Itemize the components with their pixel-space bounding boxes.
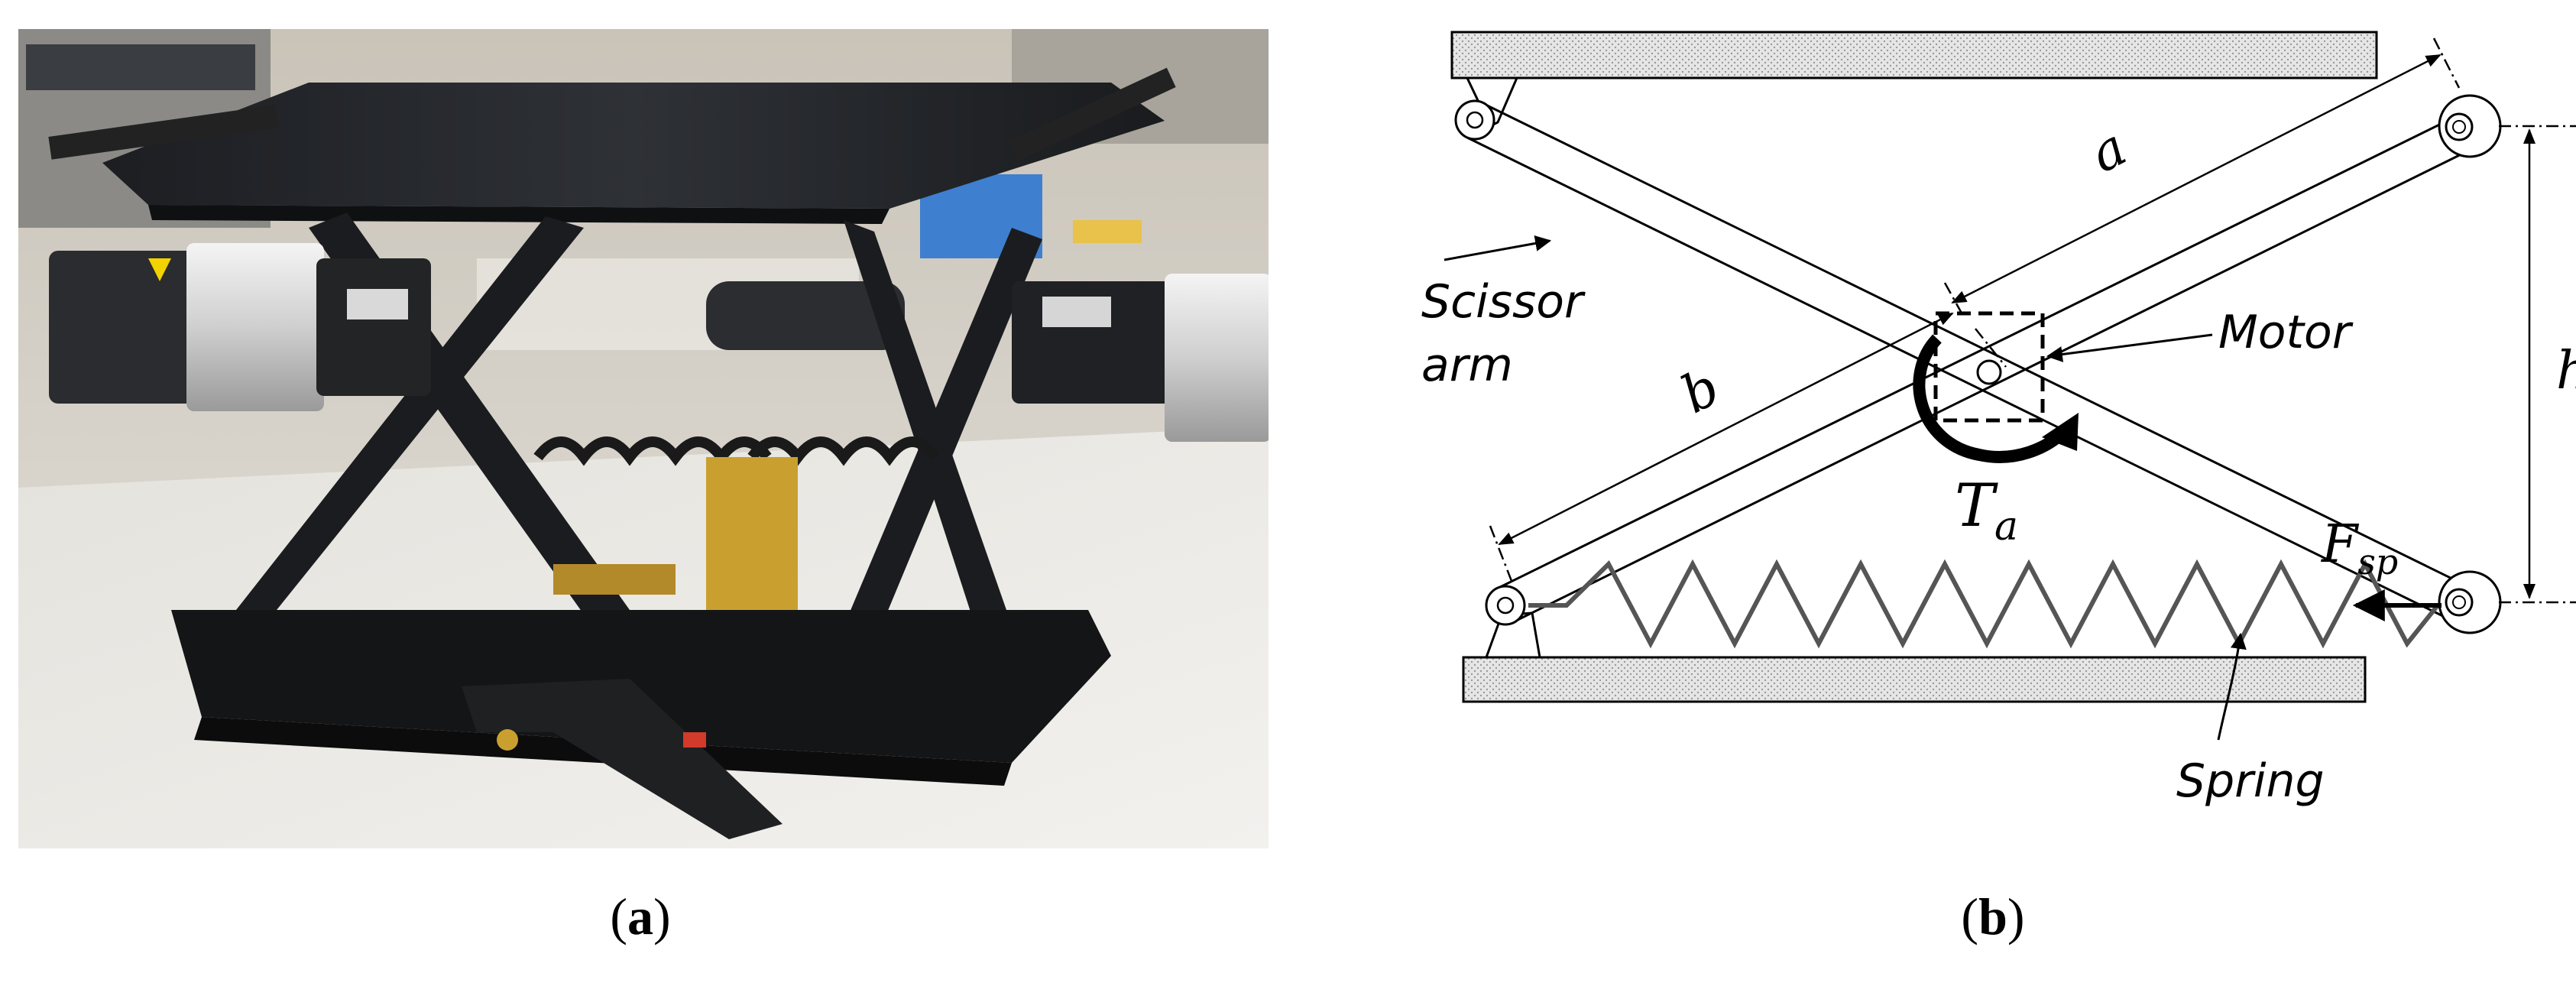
seat-plate xyxy=(102,83,1165,209)
top-right-roller xyxy=(2438,94,2502,158)
bottom-right-roller xyxy=(2438,570,2502,634)
force-main: F xyxy=(2320,514,2360,575)
h-label: h xyxy=(2556,341,2576,401)
center-pivot xyxy=(1976,359,2002,385)
caption-a-letter: a xyxy=(627,887,653,945)
a-label: a xyxy=(2081,117,2136,185)
caption-b: (b) xyxy=(1961,887,2025,945)
scissor-arm-1 xyxy=(1454,99,2465,621)
dimension-h xyxy=(2499,125,2576,604)
arm-label: arm xyxy=(1421,339,1513,392)
bottom-plate xyxy=(1462,656,2367,703)
caption-b-letter: b xyxy=(1978,887,2007,945)
torque-subscript: a xyxy=(1994,504,2018,550)
left-motor-photo xyxy=(49,243,431,411)
base-frame-photo xyxy=(171,610,1111,839)
scissor-schematic: Scissor arm Motor Spring a b h Ta Fsp xyxy=(1421,31,2576,808)
scissor-label: Scissor xyxy=(1421,275,1586,329)
dimension-a xyxy=(1943,37,2461,318)
force-subscript: sp xyxy=(2357,541,2398,582)
right-motor-photo xyxy=(1012,274,1269,442)
spring-label: Spring xyxy=(2176,754,2325,808)
force-label: Fsp xyxy=(2320,514,2398,582)
torque-arrow xyxy=(1913,334,2079,463)
spring-zigzag xyxy=(1528,559,2440,649)
springs-photo xyxy=(533,436,940,466)
b-label: b xyxy=(1672,357,1729,426)
motor-label: Motor xyxy=(2218,306,2354,359)
motor-leader xyxy=(2046,333,2213,362)
caption-a: (a) xyxy=(610,887,671,945)
scissor-arm-leader xyxy=(1444,235,1552,261)
top-plate xyxy=(1450,31,2378,79)
dimension-b xyxy=(1489,312,2007,582)
torque-label: Ta xyxy=(1955,472,2018,550)
torque-main: T xyxy=(1955,472,1998,540)
spring-leader xyxy=(2217,632,2247,741)
scissor-seat-photo xyxy=(18,29,1269,848)
